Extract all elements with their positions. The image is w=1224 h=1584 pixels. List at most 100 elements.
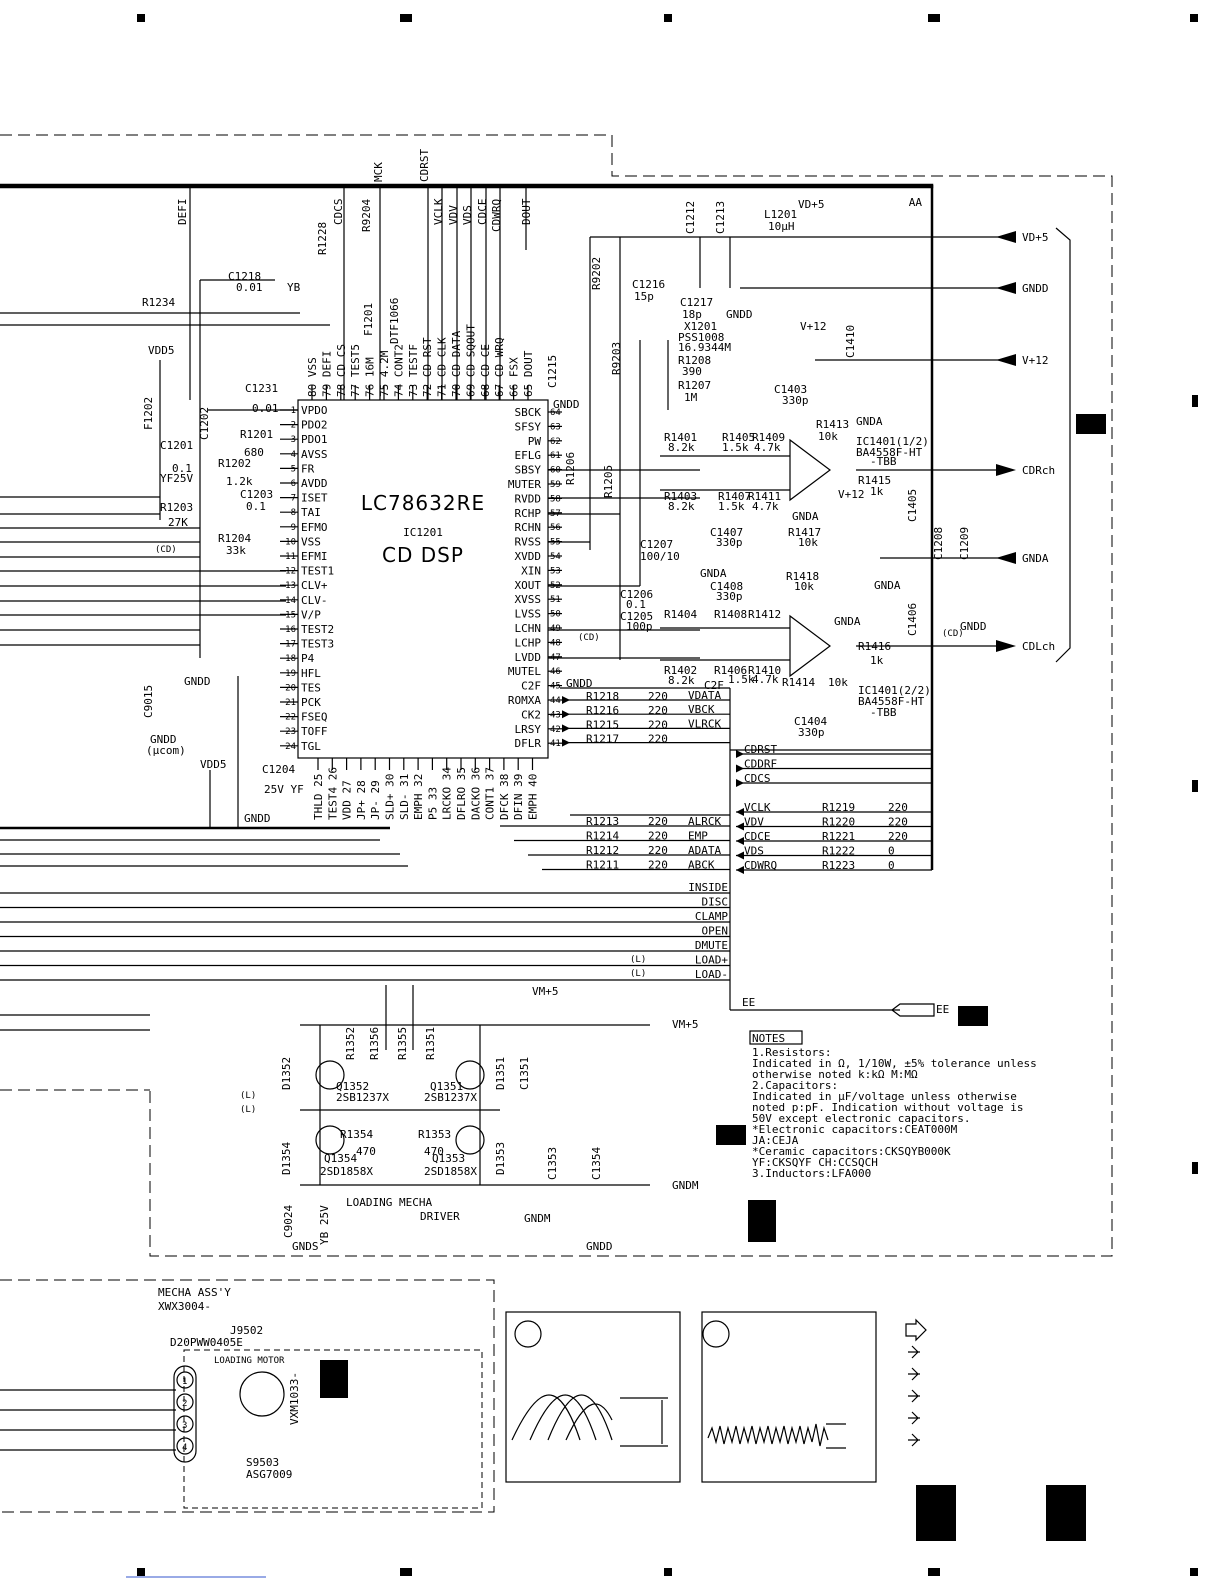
ctrl-out-signal: VDV	[744, 816, 764, 829]
label-cdcs-v: CDCS	[332, 199, 345, 226]
pin-bottom: EMPH 40	[527, 774, 540, 820]
board-boundary	[0, 134, 1113, 1513]
connector-label: CDRch	[1022, 464, 1055, 477]
label-r1407: R1407	[718, 490, 751, 503]
pin-name-left: AVDD	[301, 477, 328, 490]
label-r1402: R1402	[664, 664, 697, 677]
label-r1203: R1203	[160, 501, 193, 514]
pin-top: 68 CD CE	[479, 344, 492, 397]
label-driver: DRIVER	[420, 1210, 460, 1223]
pin-bottom: DFIN 39	[512, 774, 525, 820]
pin-name-left: AVSS	[301, 448, 328, 461]
label-r1354: R1354	[340, 1128, 373, 1141]
label-gnds: GNDS	[292, 1240, 319, 1253]
connector-label: GNDD	[1022, 282, 1049, 295]
label-r1403: R1403	[664, 490, 697, 503]
label-cdrst-v: CDRST	[418, 149, 431, 182]
label-vdd5: VDD5	[148, 344, 175, 357]
label-gndd-f: GNDD	[960, 620, 987, 633]
label-c1202: C1202	[198, 407, 211, 440]
pin-number-left: 22	[285, 713, 296, 723]
label-r1404: R1404	[664, 608, 697, 621]
label-q1352: Q1352	[336, 1080, 369, 1093]
pin-number-left: 14	[285, 596, 296, 606]
pin-top: 76 16M	[364, 357, 377, 397]
label-r1405v: 1.5k	[722, 441, 749, 454]
label-c1212: C1212	[684, 201, 697, 234]
label-loading-mecha: LOADING MECHA	[346, 1196, 432, 1209]
note-line: Indicated in Ω, 1/10W, ±5% tolerance unl…	[752, 1057, 1037, 1070]
pin-number-left: 7	[291, 494, 296, 504]
bus-resistor: R1215	[586, 718, 619, 731]
pin-3: 3	[182, 1421, 187, 1431]
label-c1408v: 330p	[716, 590, 743, 603]
component-labels: C1218 0.01 YB R1234 VDD5 C1231 0.01 R120…	[142, 198, 987, 1253]
label-v12: V+12	[800, 320, 827, 333]
label-ic1401s: -TBB	[870, 455, 897, 468]
label-c2f: C2F	[704, 679, 724, 692]
connector-arrow-out	[996, 640, 1016, 652]
bus-resistor: R1217	[586, 733, 619, 746]
pin-top: 65 DOUT	[522, 350, 535, 397]
pin-number-right: 42	[550, 725, 561, 735]
label-c1204: C1204	[262, 763, 295, 776]
pin-name-left: V/P	[301, 608, 321, 621]
bus-signal: VDATA	[688, 689, 721, 702]
label-vds-v: VDS	[461, 205, 474, 225]
waveform-boxes	[505, 1311, 877, 1483]
ic-ref: IC1201	[403, 526, 443, 539]
label-ucom: (μcom)	[146, 744, 186, 757]
pin-name-left: EFMO	[301, 521, 328, 534]
pin-number-left: 11	[285, 552, 296, 562]
pin-name-right: PW	[528, 435, 542, 448]
label-r1204v: 33k	[226, 544, 246, 557]
ctrl-out-signal: CDCE	[744, 830, 771, 843]
pin-number-right: 49	[550, 624, 561, 634]
reference-blocks	[320, 414, 1106, 1541]
mecha-title: MECHA ASS'Y	[158, 1286, 231, 1299]
aa-label: AA	[909, 196, 923, 209]
label-r1354v: 470	[356, 1145, 376, 1158]
label-ic1401b: IC1401(2/2)	[858, 684, 931, 697]
transistor-q1352	[315, 1060, 345, 1090]
ctrl-out-resistor: R1223	[822, 859, 855, 872]
pin-number-right: 43	[550, 710, 561, 720]
label-c1405: C1405	[906, 489, 919, 522]
pin-top: 79 DEFI	[320, 351, 333, 397]
pin-number-left: 1	[291, 406, 296, 416]
label-c1206v: 0.1	[626, 598, 646, 611]
notes-block: NOTES 1.Resistors: Indicated in Ω, 1/10W…	[749, 1030, 1037, 1180]
label-c1205: C1205	[620, 610, 653, 623]
pin-bottom: SLD+ 30	[384, 774, 397, 820]
label-yf25v: YF25V	[160, 472, 193, 485]
pin-name-left: CLV+	[301, 579, 328, 592]
label-x1201: X1201	[684, 320, 717, 333]
pin-number-left: 19	[285, 669, 296, 679]
pin-name-right: LCHP	[515, 636, 542, 649]
label-r1417v: 10k	[798, 536, 818, 549]
ctrl-in-signal: CDDRF	[744, 758, 777, 771]
pin-top: 66 FSX	[508, 357, 521, 397]
label-r1417: R1417	[788, 526, 821, 539]
label-q1354p: 2SD1858X	[320, 1165, 373, 1178]
pin-name-right: LVSS	[515, 608, 542, 621]
pin-name-right: RCHN	[515, 521, 542, 534]
label-f1201: F1201	[362, 303, 375, 336]
pin-number-left: 8	[291, 508, 296, 518]
cd-tag-2: (CD)	[578, 633, 600, 643]
label-c1217v: 18p	[682, 308, 702, 321]
connector-arrow-out	[996, 464, 1016, 476]
label-r1407v: 1.5k	[718, 500, 745, 513]
label-vclk-v: VCLK	[432, 198, 445, 225]
pin-bottom: THLD 25	[312, 774, 325, 820]
connector-arrow-in	[996, 231, 1016, 243]
pin-name-left: FR	[301, 462, 315, 475]
bus-signal: VLRCK	[688, 717, 721, 730]
label-gnda-d: GNDA	[874, 579, 901, 592]
pin-name-left: TGL	[301, 740, 321, 753]
ctrl-out-signal: CDWRQ	[744, 859, 777, 872]
mecha-part: XWX3004-	[158, 1300, 211, 1313]
bus-bottom-resistor: R1212	[586, 844, 619, 857]
ctrl-in-signal: CDCS	[744, 772, 771, 785]
